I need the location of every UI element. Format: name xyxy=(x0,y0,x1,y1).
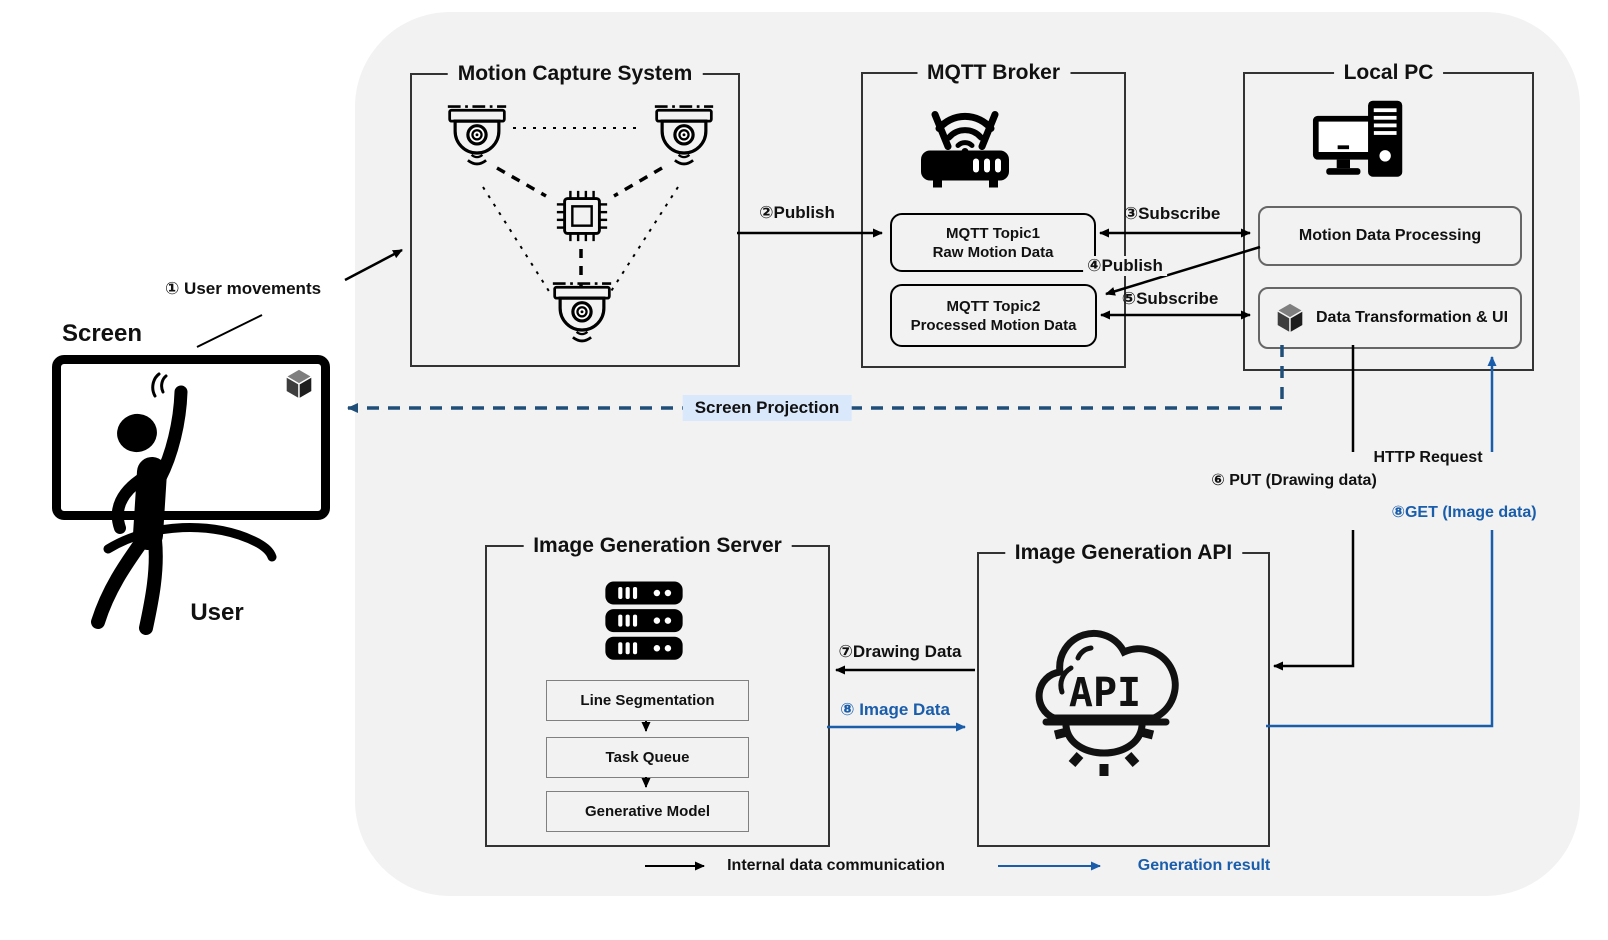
mqtt-topic1-desc: Raw Motion Data xyxy=(932,243,1054,261)
data-transformation-ui-node: Data Transformation & UI xyxy=(1258,287,1522,349)
task-queue-label: Task Queue xyxy=(605,749,690,766)
mqtt-topic1-name: MQTT Topic1 xyxy=(946,224,1040,242)
motion-data-processing-node: Motion Data Processing xyxy=(1258,206,1522,266)
unity-icon xyxy=(284,368,314,401)
api-icon-text: API xyxy=(1069,670,1141,716)
image-generation-api-title: Image Generation API xyxy=(1004,541,1243,565)
label-http-request: HTTP Request xyxy=(1373,449,1483,466)
line-segmentation-node: Line Segmentation xyxy=(546,680,749,721)
desktop-pc-icon xyxy=(1312,100,1403,177)
unity-icon xyxy=(1275,302,1305,335)
edge-label-drawing7: ⑦Drawing Data xyxy=(838,642,962,661)
motion-capture-system-box: Motion Capture System xyxy=(410,62,740,367)
legend-generation-label: Generation result xyxy=(1137,857,1271,874)
generative-model-node: Generative Model xyxy=(546,791,749,832)
image-generation-server-title: Image Generation Server xyxy=(523,534,792,558)
wave-mark-icon xyxy=(151,372,161,398)
legend-internal-label: Internal data communication xyxy=(727,857,945,874)
mqtt-topic2-desc: Processed Motion Data xyxy=(910,316,1077,334)
edge-label-subscribe3: ③Subscribe xyxy=(1123,204,1221,223)
chip-icon xyxy=(556,190,608,242)
edge-label-get8: ⑧GET (Image data) xyxy=(1391,504,1537,521)
generative-model-label: Generative Model xyxy=(584,803,711,820)
mqtt-broker-box: MQTT Broker xyxy=(861,61,1126,368)
label-screen-projection: Screen Projection xyxy=(682,395,852,421)
mqtt-topic2-name: MQTT Topic2 xyxy=(946,297,1041,315)
mqtt-topic1-node: MQTT Topic1 Raw Motion Data xyxy=(890,213,1096,272)
mqtt-topic2-node: MQTT Topic2 Processed Motion Data xyxy=(890,284,1097,347)
cctv-camera-icon xyxy=(552,282,612,343)
edge-label-publish2: ②Publish xyxy=(759,203,835,222)
edge-label-put6: ⑥ PUT (Drawing data) xyxy=(1211,472,1377,489)
edge-label-user-movements: ① User movements xyxy=(164,279,322,298)
server-rack-icon xyxy=(605,581,683,660)
wifi-router-icon xyxy=(921,111,1009,188)
edge-label-image8: ⑧ Image Data xyxy=(840,700,950,719)
motion-data-processing-label: Motion Data Processing xyxy=(1298,227,1482,244)
local-pc-title: Local PC xyxy=(1333,61,1444,85)
data-transformation-ui-label: Data Transformation & UI xyxy=(1315,309,1509,326)
user-label: User xyxy=(190,599,244,626)
api-cloud-gear-icon: API xyxy=(1035,629,1179,776)
image-generation-server-box: Image Generation Server xyxy=(485,534,830,847)
line-segmentation-label: Line Segmentation xyxy=(580,692,715,709)
user-figure xyxy=(91,372,277,635)
motion-capture-title: Motion Capture System xyxy=(447,62,703,86)
local-pc-box: Local PC xyxy=(1243,61,1534,371)
cctv-camera-icon xyxy=(447,105,507,166)
screen-label: Screen xyxy=(61,320,143,347)
edge-label-subscribe5: ⑤Subscribe xyxy=(1121,289,1219,308)
mqtt-broker-title: MQTT Broker xyxy=(916,61,1071,85)
screen xyxy=(52,355,330,520)
edge-label-publish4: ④Publish xyxy=(1083,256,1167,276)
cctv-camera-icon xyxy=(654,105,714,166)
image-generation-api-box: Image Generation API xyxy=(977,541,1270,847)
wave-mark-icon xyxy=(160,374,168,394)
task-queue-node: Task Queue xyxy=(546,737,749,778)
